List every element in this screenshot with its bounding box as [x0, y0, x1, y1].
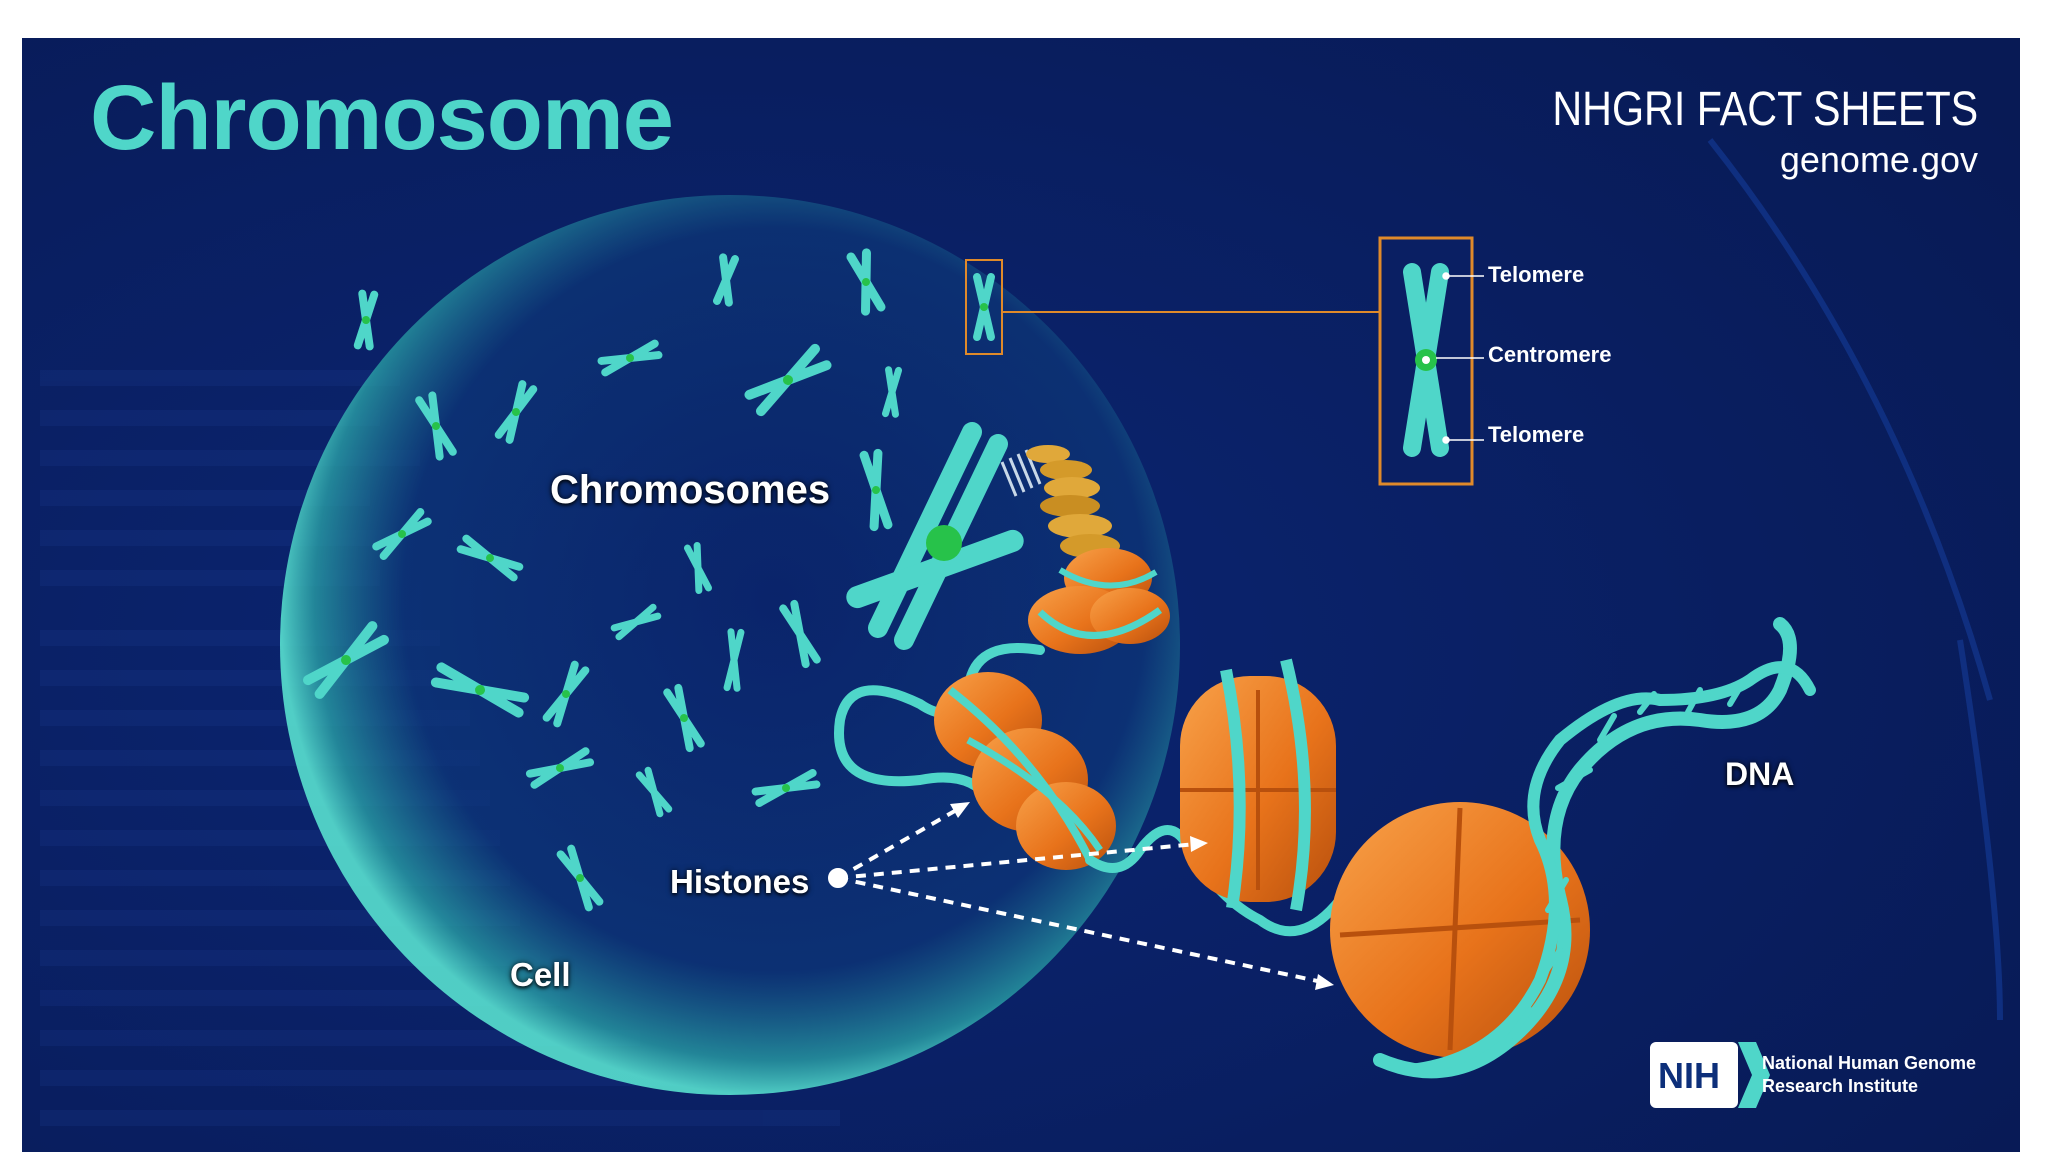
nucleosome-cluster: [934, 672, 1345, 937]
chromosome: [683, 541, 713, 595]
chromosome: [744, 343, 832, 417]
institute-name: National Human Genome Research Institute: [1762, 1053, 1977, 1096]
chromosome: [635, 766, 673, 818]
chromosome: [663, 683, 705, 753]
chromosome: [779, 599, 821, 669]
chromosome: [723, 628, 745, 692]
chromosome: [751, 769, 821, 807]
chromosome: [610, 603, 662, 641]
nih-logo: [1650, 1042, 1738, 1108]
dna-helix: [1373, 617, 1816, 1079]
label-telomere-top: Telomere: [1488, 262, 1585, 287]
label-chromosomes: Chromosomes: [550, 468, 831, 512]
page-title: Chromosome: [90, 67, 674, 169]
nucleosome-large: [1330, 802, 1590, 1058]
decorative-arcs: [1707, 138, 2003, 1021]
coiled-chromatin: [1026, 445, 1120, 558]
histone-pointers: [828, 806, 1323, 984]
chromosome: [372, 508, 432, 560]
label-cell: Cell: [510, 956, 571, 993]
chromosome: [525, 747, 595, 789]
chromosome: [494, 380, 538, 444]
chromosome: [597, 339, 663, 377]
label-dna: DNA: [1725, 756, 1795, 792]
centromere-marker: [926, 525, 962, 561]
chromosome: [415, 391, 457, 461]
site-url: genome.gov: [1779, 139, 1978, 180]
chromosomes-group: [303, 248, 903, 912]
label-telomere-bottom: Telomere: [1488, 422, 1585, 447]
series-title: NHGRI FACT SHEETS: [1552, 83, 1978, 136]
chromosome: [456, 534, 524, 582]
histone-stack-upper: [1028, 548, 1170, 654]
chromosome: [353, 289, 379, 351]
chromosome: [712, 253, 740, 307]
chromosome-detail: [1403, 263, 1449, 457]
label-histones: Histones: [670, 863, 810, 900]
nih-logo-text: NIH: [1658, 1055, 1720, 1096]
chromosome: [542, 660, 590, 728]
arrowheads: [950, 802, 1334, 990]
chromosome: [846, 248, 886, 316]
chromosome: [556, 844, 604, 912]
chromosome: [881, 366, 903, 418]
callout: [965, 236, 1484, 486]
chromosome: [303, 621, 389, 699]
chromosome: [430, 662, 530, 718]
chromosome: [859, 448, 893, 532]
nucleosome-medium: [1180, 658, 1336, 912]
label-centromere: Centromere: [1488, 342, 1612, 367]
